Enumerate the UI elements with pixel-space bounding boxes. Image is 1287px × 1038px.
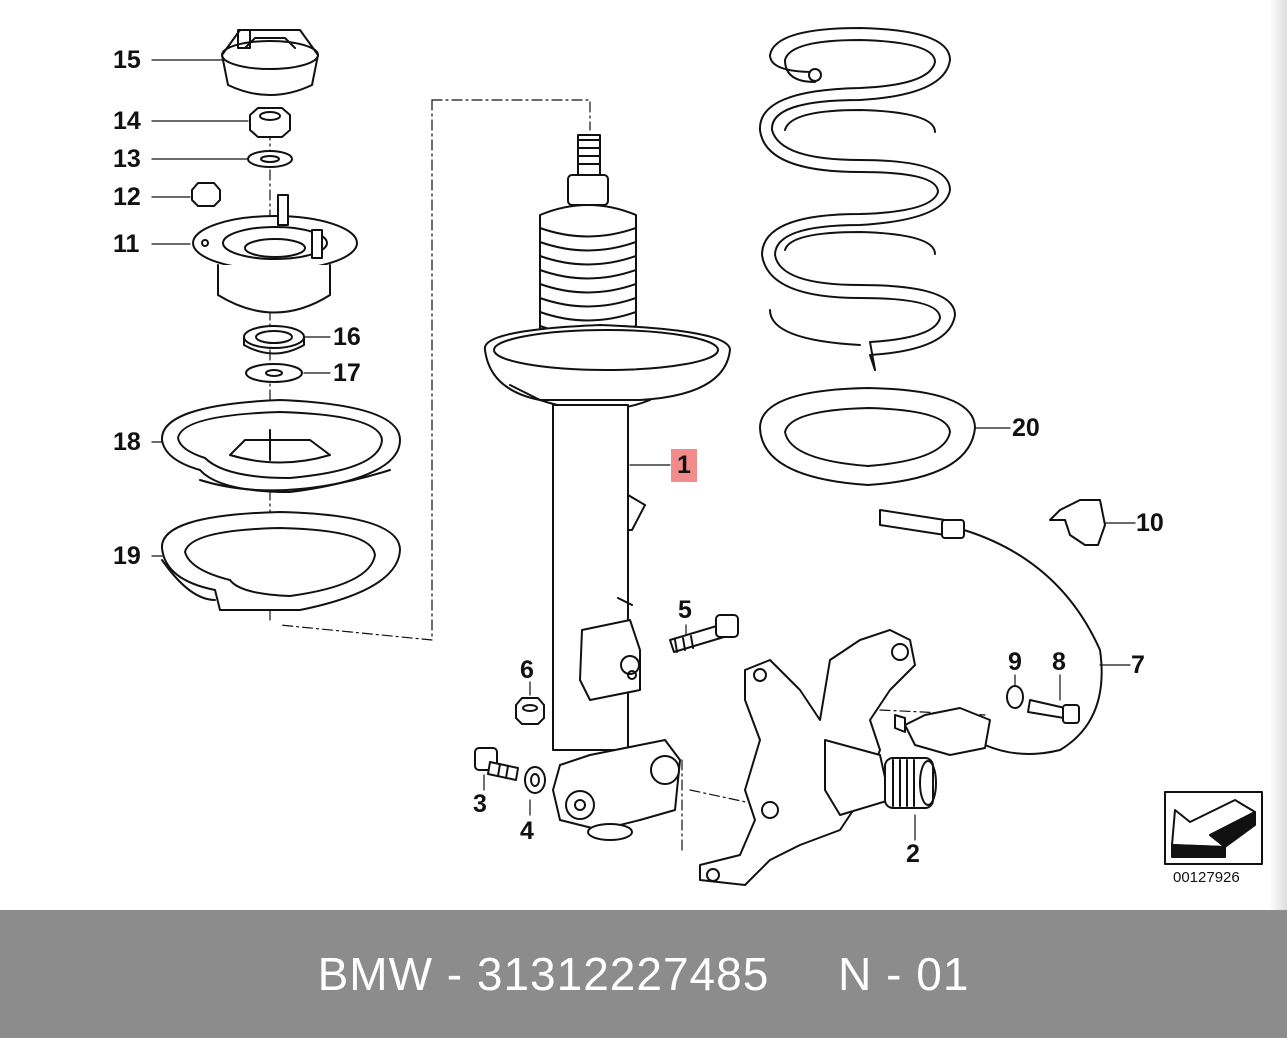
callout-15: 15 <box>113 46 141 74</box>
part-7-sensor <box>879 509 1103 756</box>
part-3-bolt <box>474 747 519 781</box>
callout-5: 5 <box>678 596 692 624</box>
parts-diagram: 15 14 13 12 11 16 17 18 19 1 20 10 5 6 9… <box>113 0 1287 910</box>
callout-9: 9 <box>1008 648 1022 676</box>
part-16-bearing <box>243 325 305 355</box>
callout-12: 12 <box>113 183 141 211</box>
part-2-knuckle <box>699 629 937 886</box>
catalog-number: 00127926 <box>1173 869 1240 886</box>
part-5-bolt <box>669 614 739 653</box>
diagram-drawing <box>151 27 1263 886</box>
callout-16: 16 <box>333 323 361 351</box>
part-17-washer <box>245 363 303 383</box>
callout-17: 17 <box>333 359 361 387</box>
part-15-cap <box>221 29 319 96</box>
callout-20: 20 <box>1012 414 1040 442</box>
part-number-footer: BMW - 31312227485 N - 01 <box>0 910 1287 1038</box>
part-1-strut <box>483 134 731 841</box>
part-19-pad <box>160 511 401 611</box>
part-20-lower-seat <box>759 387 976 486</box>
coil-spring <box>758 27 956 371</box>
part-12-nut <box>191 182 221 207</box>
part-8-bolt <box>1027 699 1080 724</box>
callout-19: 19 <box>113 542 141 570</box>
part-13-washer <box>247 150 293 168</box>
callout-4: 4 <box>520 817 534 845</box>
edge-shade <box>1269 0 1287 910</box>
callout-7: 7 <box>1131 651 1145 679</box>
footer-part-text: BMW - 31312227485 N - 01 <box>317 948 970 1000</box>
part-10-clip <box>1049 499 1106 546</box>
part-11-mount <box>192 194 358 314</box>
callout-6: 6 <box>520 656 534 684</box>
callout-8: 8 <box>1052 648 1066 676</box>
part-6-nut <box>515 697 545 725</box>
callout-3: 3 <box>473 790 487 818</box>
callout-14: 14 <box>113 107 141 135</box>
callout-10: 10 <box>1136 509 1164 537</box>
part-4-washer <box>524 766 546 794</box>
callout-11: 11 <box>113 230 140 258</box>
orientation-arrow-box <box>1164 791 1263 865</box>
callout-2: 2 <box>906 840 920 868</box>
callout-13: 13 <box>113 145 141 173</box>
part-9-washer <box>1006 685 1024 709</box>
callout-18: 18 <box>113 428 141 456</box>
callout-1-highlighted: 1 <box>671 449 697 482</box>
part-18-spring-seat <box>160 399 401 493</box>
part-14-nut <box>249 107 291 138</box>
